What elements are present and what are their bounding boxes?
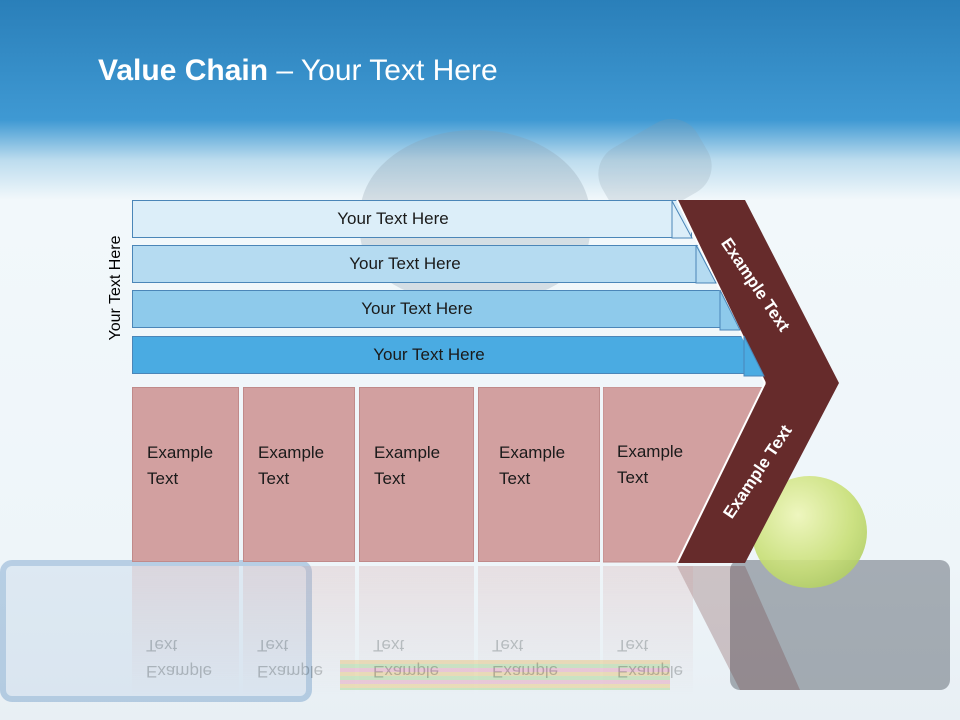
- value-bar-4: Your Text Here: [132, 336, 764, 374]
- slide-title: Value Chain – Your Text Here: [98, 54, 498, 88]
- value-bar-3: Your Text Here: [132, 290, 740, 328]
- background-photo-pencils: [340, 660, 670, 690]
- vertical-side-label: Your Text Here: [107, 235, 124, 341]
- header-background: [0, 0, 960, 200]
- value-bar-4-label: Your Text Here: [373, 345, 485, 364]
- background-photo-book: [730, 560, 950, 690]
- value-bar-2-label: Your Text Here: [349, 254, 461, 273]
- value-bar-1: Your Text Here: [132, 200, 692, 238]
- value-bar-2: Your Text Here: [132, 245, 716, 283]
- title-bold: Value Chain: [98, 54, 269, 87]
- value-bar-3-label: Your Text Here: [361, 299, 473, 318]
- title-rest: – Your Text Here: [268, 54, 498, 87]
- value-bar-1-label: Your Text Here: [337, 209, 449, 228]
- background-photo-pencil-case: [0, 560, 312, 702]
